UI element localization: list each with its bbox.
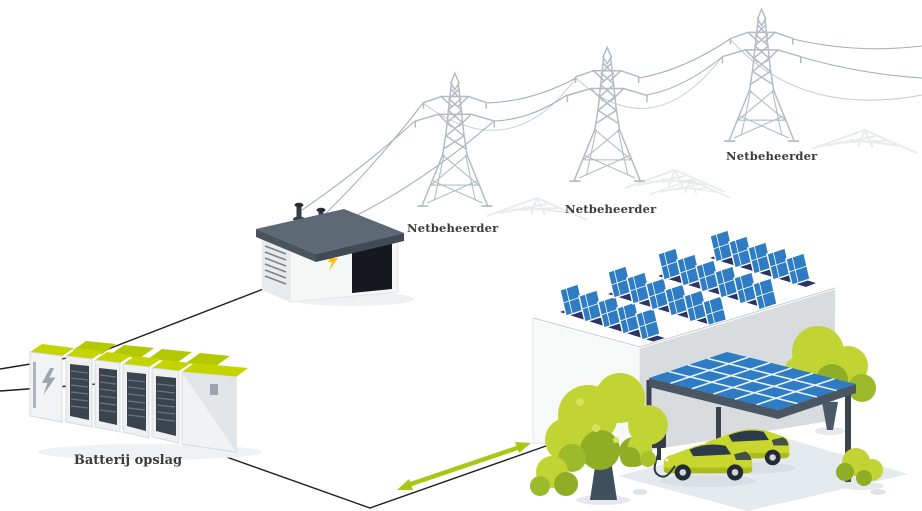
battery-storage-label: Batterij opslag [73, 453, 183, 468]
pylon-3 [721, 8, 802, 143]
pylon-2 [566, 46, 648, 183]
rooftop-solar-array [559, 229, 816, 344]
battery-storage [29, 341, 262, 460]
bush [836, 448, 884, 490]
bush [530, 456, 578, 496]
battery-cabinet [122, 356, 161, 439]
charging-cable [653, 447, 676, 478]
battery-cabinet [65, 348, 104, 428]
transformer-panel [352, 242, 392, 293]
grid-operator-label-3: Netbeheerder [726, 149, 818, 163]
carport-post [845, 392, 851, 482]
bidirectional-arrow-icon [397, 442, 531, 490]
grid-operator-label-2: Netbeheerder [565, 202, 657, 216]
pylon-ground-shadows [486, 128, 919, 221]
bush [620, 434, 656, 467]
battery-cabinet [181, 363, 248, 453]
battery-cabinet [94, 352, 132, 433]
vent-grille [264, 245, 287, 285]
pylon-1 [414, 72, 496, 208]
carport-panel-grid [668, 356, 837, 406]
battery-cabinet [151, 360, 191, 444]
battery-back-tops [72, 341, 230, 366]
battery-cabinet [29, 344, 74, 423]
grid-operator-label-1: Netbeheerder [407, 221, 499, 235]
transformer [256, 202, 414, 306]
